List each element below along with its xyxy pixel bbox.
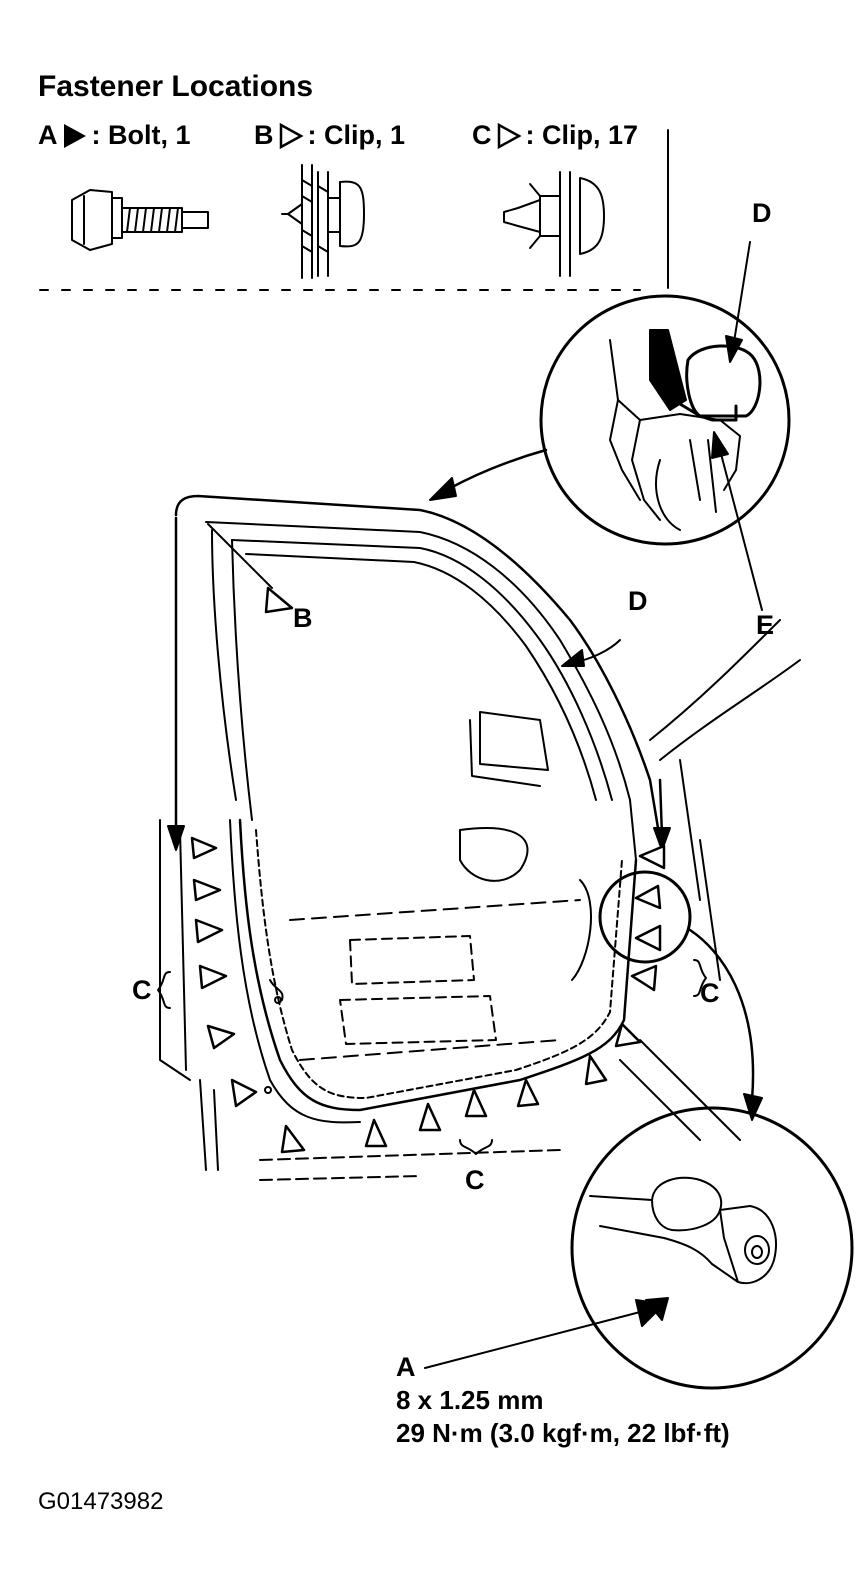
figure-code: G01473982: [38, 1488, 164, 1515]
legend-letter-c: C: [472, 120, 492, 150]
callout-d-mid: D: [628, 586, 648, 616]
open-triangle-icon: [279, 122, 304, 149]
callout-b: B: [293, 603, 313, 633]
callout-e: E: [756, 610, 775, 640]
callout-c-left: C: [132, 975, 152, 1005]
callout-d-top: D: [752, 198, 772, 228]
callout-c-bottom: C: [465, 1165, 485, 1195]
legend-text-c: : Clip, 17: [525, 120, 639, 150]
legend-text-b: : Clip, 1: [307, 120, 406, 150]
hinge-bolt-detail: [589, 1176, 777, 1285]
bolt-torque-spec: 29 N·m (3.0 kgf·m, 22 lbf·ft): [396, 1418, 730, 1448]
legend-letter-b: B: [254, 120, 274, 150]
bolt-size-spec: 8 x 1.25 mm: [396, 1385, 544, 1415]
legend-text-a: : Bolt, 1: [91, 120, 191, 150]
bolt-illustration: [71, 189, 209, 251]
seal-cross-section: [609, 329, 762, 531]
diagram-title: Fastener Locations: [38, 70, 314, 103]
clip-c-illustration: [503, 171, 605, 277]
clip-b-illustration: [281, 164, 365, 279]
legend-letter-a: A: [38, 120, 58, 150]
open-triangle-icon: [497, 122, 522, 149]
legend-bolt-a: A : Bolt, 1: [38, 120, 191, 151]
callout-a: A: [396, 1352, 416, 1382]
filled-triangle-icon: [63, 123, 86, 148]
legend-clip-c: C : Clip, 17: [472, 120, 638, 151]
callout-c-right: C: [700, 978, 720, 1008]
legend-clip-b: B : Clip, 1: [254, 120, 405, 151]
